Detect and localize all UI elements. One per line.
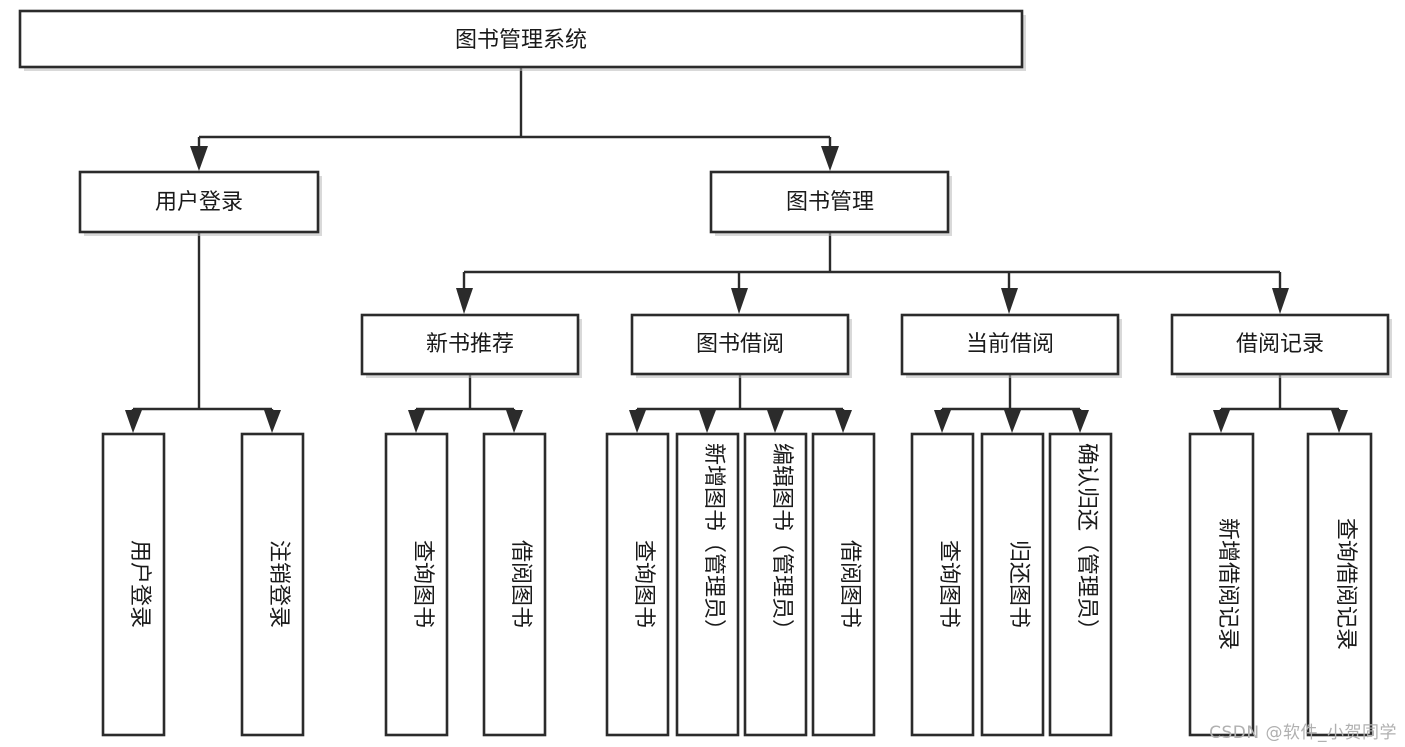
- node-leaf-2[interactable]: 注销登录: [240, 432, 305, 737]
- node-leaf-6-box[interactable]: [675, 432, 740, 737]
- node-leaf-6[interactable]: 新增图书（管理员）: [675, 432, 740, 737]
- node-cur-borrow-box[interactable]: [900, 313, 1120, 376]
- node-user-login[interactable]: 用户登录: [78, 170, 322, 236]
- arrow-head-leaf-10: [1004, 410, 1021, 433]
- node-cur-borrow[interactable]: 当前借阅: [900, 313, 1122, 378]
- arrow-head-leaf-11: [1072, 410, 1089, 433]
- node-leaf-3-label: 查询图书: [410, 540, 435, 628]
- node-leaf-12[interactable]: 新增借阅记录: [1188, 432, 1255, 737]
- node-leaf-11-box[interactable]: [1048, 432, 1113, 737]
- node-root[interactable]: 图书管理系统: [18, 9, 1026, 71]
- node-leaf-7-label: 编辑图书（管理员）: [769, 443, 794, 641]
- node-leaf-13[interactable]: 查询借阅记录: [1306, 432, 1373, 737]
- arrow-head-leaf-1: [125, 410, 142, 433]
- arrow-head-leaf-2: [264, 410, 281, 433]
- node-book-mgmt[interactable]: 图书管理: [709, 170, 952, 236]
- node-book-borrow-label: 图书借阅: [696, 332, 784, 357]
- node-leaf-4[interactable]: 借阅图书: [482, 432, 547, 737]
- node-leaf-9[interactable]: 查询图书: [910, 432, 975, 737]
- arrow-head-leaf-3: [408, 410, 425, 433]
- node-leaf-3-box[interactable]: [384, 432, 449, 737]
- arrow-head-leaf-5: [629, 410, 646, 433]
- node-leaf-1-label: 用户登录: [127, 540, 152, 628]
- node-leaf-7[interactable]: 编辑图书（管理员）: [743, 432, 808, 737]
- node-leaf-10-label: 归还图书: [1006, 540, 1031, 628]
- node-leaf-5[interactable]: 查询图书: [605, 432, 670, 737]
- arrow-head-leaf-8: [835, 410, 852, 433]
- node-book-borrow[interactable]: 图书借阅: [630, 313, 852, 378]
- node-book-mgmt-label: 图书管理: [786, 190, 874, 215]
- node-leaf-4-label: 借阅图书: [508, 540, 533, 628]
- node-leaf-1-box[interactable]: [101, 432, 166, 737]
- node-root-box[interactable]: [18, 9, 1024, 69]
- arrow-head-leaf-4: [506, 410, 523, 433]
- arrow-head-cur-borrow: [1001, 288, 1018, 314]
- node-leaf-9-label: 查询图书: [936, 540, 961, 628]
- node-book-mgmt-box[interactable]: [709, 170, 950, 234]
- node-leaf-9-box[interactable]: [910, 432, 975, 737]
- node-leaf-10-box[interactable]: [980, 432, 1045, 737]
- node-new-rec[interactable]: 新书推荐: [360, 313, 582, 378]
- node-leaf-13-label: 查询借阅记录: [1333, 518, 1358, 650]
- arrow-head-book-mgmt: [821, 146, 839, 171]
- arrow-head-book-borrow: [731, 288, 748, 314]
- node-new-rec-box[interactable]: [360, 313, 580, 376]
- arrow-head-leaf-6: [699, 410, 716, 433]
- node-leaf-2-label: 注销登录: [266, 540, 291, 628]
- node-leaf-1[interactable]: 用户登录: [101, 432, 166, 737]
- node-leaf-13-box[interactable]: [1306, 432, 1373, 737]
- node-leaf-4-box[interactable]: [482, 432, 547, 737]
- node-layer: 图书管理系统 用户登录 图书管理 新书推荐: [18, 9, 1392, 737]
- node-leaf-12-box[interactable]: [1188, 432, 1255, 737]
- watermark-text: CSDN @软件_小贺同学: [1209, 723, 1397, 743]
- node-leaf-3[interactable]: 查询图书: [384, 432, 449, 737]
- arrow-head-borrow-log: [1272, 288, 1289, 314]
- arrow-head-user-login: [190, 146, 208, 171]
- node-leaf-11-label: 确认归还（管理员）: [1074, 443, 1099, 641]
- node-user-login-box[interactable]: [78, 170, 320, 234]
- arrow-head-leaf-9: [934, 410, 951, 433]
- node-borrow-log[interactable]: 借阅记录: [1170, 313, 1392, 378]
- node-leaf-2-box[interactable]: [240, 432, 305, 737]
- arrow-head-leaf-7: [767, 410, 784, 433]
- node-book-borrow-box[interactable]: [630, 313, 850, 376]
- node-user-login-label: 用户登录: [155, 190, 243, 215]
- node-new-rec-label: 新书推荐: [426, 332, 514, 357]
- edge-layer: [125, 67, 1348, 433]
- node-leaf-8[interactable]: 借阅图书: [811, 432, 876, 737]
- node-leaf-8-label: 借阅图书: [837, 540, 862, 628]
- node-root-label: 图书管理系统: [455, 28, 587, 53]
- arrow-head-new-rec: [456, 288, 473, 314]
- node-borrow-log-box[interactable]: [1170, 313, 1390, 376]
- node-cur-borrow-label: 当前借阅: [966, 332, 1054, 357]
- node-leaf-5-label: 查询图书: [631, 540, 656, 628]
- node-leaf-6-label: 新增图书（管理员）: [701, 443, 726, 641]
- node-leaf-5-box[interactable]: [605, 432, 670, 737]
- node-leaf-10[interactable]: 归还图书: [980, 432, 1045, 737]
- node-borrow-log-label: 借阅记录: [1236, 332, 1324, 357]
- node-leaf-7-box[interactable]: [743, 432, 808, 737]
- arrow-head-leaf-12: [1213, 410, 1230, 433]
- arrow-head-leaf-13: [1331, 410, 1348, 433]
- node-leaf-11[interactable]: 确认归还（管理员）: [1048, 432, 1113, 737]
- node-leaf-12-label: 新增借阅记录: [1215, 518, 1240, 650]
- node-leaf-8-box[interactable]: [811, 432, 876, 737]
